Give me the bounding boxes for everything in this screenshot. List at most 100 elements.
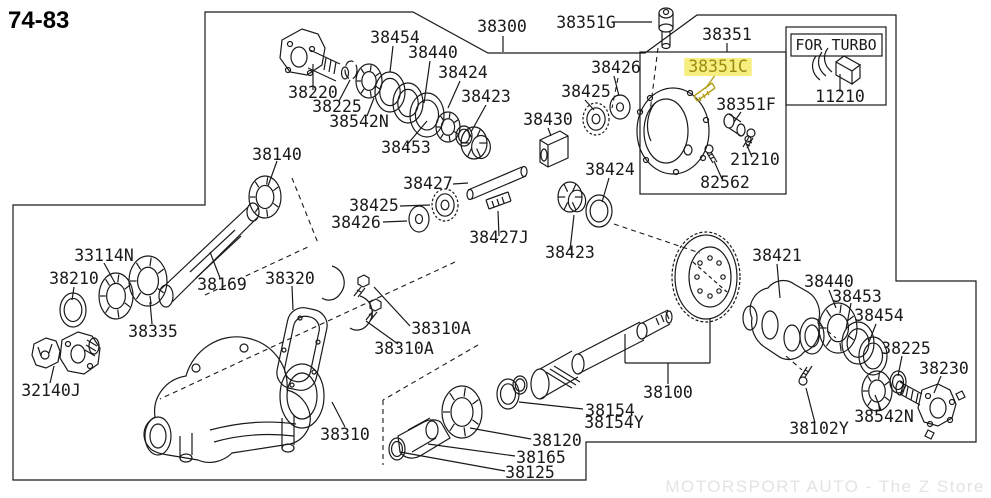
ring-part (585, 194, 613, 228)
part-label-38421[interactable]: 38421 (752, 246, 802, 265)
part-label-38351f[interactable]: 38351F (716, 95, 776, 114)
part-label-11210[interactable]: 11210 (815, 87, 865, 106)
ring-part (59, 292, 87, 328)
ring-part (858, 336, 888, 376)
ring-part (388, 437, 406, 461)
ring-part (441, 385, 483, 439)
part-label-38225[interactable]: 38225 (312, 97, 362, 116)
ring-part (557, 181, 587, 213)
ring-part (431, 188, 459, 222)
part-label-32140j[interactable]: 32140J (21, 381, 81, 400)
part-label-38310a[interactable]: 38310A (374, 339, 434, 358)
drawing-38320-gasket (276, 265, 373, 391)
ring-part (392, 82, 424, 124)
ring-part (374, 71, 406, 113)
drawing-ring-gear (671, 231, 741, 323)
for-turbo-box: FOR TURBO (785, 26, 887, 106)
part-label-38426[interactable]: 38426 (331, 213, 381, 232)
for-turbo-label: FOR TURBO (795, 36, 876, 54)
drawing-38351F (723, 113, 752, 143)
part-label-38424[interactable]: 38424 (585, 160, 635, 179)
part-label-38454[interactable]: 38454 (854, 306, 904, 325)
page-code: 74-83 (8, 7, 69, 34)
drawing-32140J-nut (31, 337, 61, 369)
part-label-38423[interactable]: 38423 (545, 243, 595, 262)
ring-part (861, 370, 893, 412)
part-label-38423[interactable]: 38423 (461, 87, 511, 106)
part-label-38120[interactable]: 38120 (532, 431, 582, 450)
part-label-38425[interactable]: 38425 (561, 82, 611, 101)
part-label-33114n[interactable]: 33114N (74, 246, 134, 265)
part-label-21210[interactable]: 21210 (730, 150, 780, 169)
drawing-38310-carrier (143, 336, 325, 463)
highlight-box (684, 58, 752, 76)
labels-layer: 382203822538542N384543844038424384233845… (21, 13, 969, 482)
part-label-82562[interactable]: 82562 (700, 173, 750, 192)
drawing-38169-shaft (158, 202, 260, 308)
part-label-38140[interactable]: 38140 (252, 145, 302, 164)
part-label-38542n[interactable]: 38542N (854, 407, 914, 426)
drawing-rear-cover (636, 87, 710, 176)
part-label-38453[interactable]: 38453 (381, 138, 431, 157)
drawing-38230-stub (895, 380, 966, 440)
part-label-38454[interactable]: 38454 (370, 28, 420, 47)
mount-11210-drawing (811, 47, 862, 86)
ring-part (818, 302, 858, 354)
part-label-38424[interactable]: 38424 (438, 63, 488, 82)
rings-layer (59, 60, 907, 461)
part-label-38427[interactable]: 38427 (403, 174, 453, 193)
part-label-38165[interactable]: 38165 (516, 448, 566, 467)
part-label-38453[interactable]: 38453 (832, 287, 882, 306)
diagram-linework (31, 7, 966, 463)
ring-part (128, 255, 168, 307)
drawing-38102Y-bolt (798, 365, 813, 386)
part-label-38169[interactable]: 38169 (197, 275, 247, 294)
watermark: MOTORSPORT AUTO - The Z Store (665, 477, 985, 496)
part-label-38102y[interactable]: 38102Y (789, 419, 849, 438)
rear-cover-box (639, 51, 787, 195)
drawing-38220-flange (279, 28, 350, 82)
part-label-38210[interactable]: 38210 (49, 269, 99, 288)
part-label-38125[interactable]: 38125 (505, 463, 555, 482)
part-label-38230[interactable]: 38230 (919, 359, 969, 378)
part-label-38320[interactable]: 38320 (265, 269, 315, 288)
part-label-38542n[interactable]: 38542N (329, 112, 389, 131)
part-label-38440[interactable]: 38440 (804, 272, 854, 291)
part-label-38154[interactable]: 38154 (585, 401, 635, 420)
drawing-38421-case (742, 279, 825, 361)
part-label-38426[interactable]: 38426 (591, 58, 641, 77)
dashed-lines (159, 47, 837, 465)
part-label-38220[interactable]: 38220 (288, 83, 338, 102)
part-label-38310[interactable]: 38310 (320, 425, 370, 444)
drawing-left-flange (59, 331, 101, 375)
part-label-38310a[interactable]: 38310A (411, 319, 471, 338)
ring-part (355, 63, 383, 99)
part-label-38440[interactable]: 38440 (408, 43, 458, 62)
ring-part (248, 175, 282, 219)
part-label-38351c[interactable]: 38351C (688, 57, 748, 76)
drawing-38427-pin (466, 165, 528, 210)
part-label-38154y[interactable]: 38154Y (584, 413, 644, 432)
part-label-38100[interactable]: 38100 (643, 383, 693, 402)
drawing-38100-pinion (530, 309, 673, 400)
ring-part (409, 92, 445, 138)
part-label-38225[interactable]: 38225 (881, 339, 931, 358)
part-label-38300[interactable]: 38300 (477, 17, 527, 36)
ring-part (344, 60, 358, 80)
part-label-38351g[interactable]: 38351G (556, 13, 616, 32)
main-border (12, 11, 977, 481)
ring-part (512, 375, 528, 395)
part-label-38427j[interactable]: 38427J (469, 228, 529, 247)
drawing-38310A-bolts (353, 274, 382, 322)
ring-part (841, 321, 875, 365)
drawing-38120-extension (397, 417, 451, 459)
ring-part (408, 205, 430, 233)
drawing-38351G-plug (658, 7, 674, 50)
part-label-38335[interactable]: 38335 (128, 322, 178, 341)
part-label-38351[interactable]: 38351 (702, 25, 752, 44)
part-label-38430[interactable]: 38430 (523, 110, 573, 129)
part-label-38425[interactable]: 38425 (349, 196, 399, 215)
drawing-38351C-stud (693, 73, 717, 102)
